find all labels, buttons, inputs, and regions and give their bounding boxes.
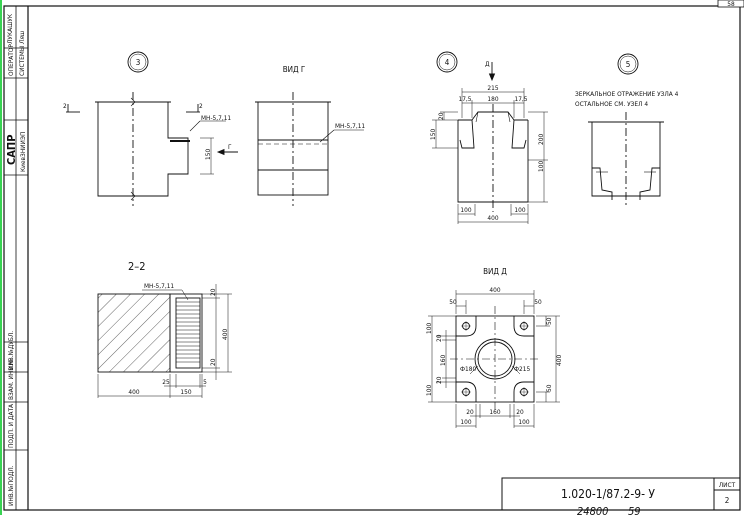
node-4-dim-100b: 100: [514, 206, 525, 214]
node-4-dim-215: 215: [487, 84, 498, 92]
footer-page: 59: [628, 505, 641, 515]
node-4-dim-150: 150: [429, 129, 437, 140]
node-4-dim-20: 20: [437, 112, 445, 120]
view-d-dim-bottom-160: 160: [489, 408, 500, 416]
view-d-dim-right-50b: 50: [545, 384, 553, 392]
view-d-dim-top-50b: 50: [534, 298, 542, 306]
system-label: СИСТЕМЫ: [18, 46, 26, 76]
title-block: [501, 477, 741, 511]
node-3-arrow-label: Г: [228, 143, 232, 151]
node-4-dim-17a: 17,5: [458, 95, 471, 103]
page-number-box: [717, 0, 744, 8]
node-5: [588, 53, 664, 206]
node-4-circle: [436, 51, 458, 73]
section-2-2-dim-20-top: 20: [209, 288, 217, 296]
section-2-2-dim-400-h: 400: [128, 388, 139, 396]
section-2-2-dim-25: 25: [162, 378, 170, 386]
view-d: [428, 290, 560, 428]
sheet-label: ЛИСТ: [719, 481, 736, 489]
sheet-frame: [3, 5, 741, 511]
node-4-dim-17b: 17,5: [514, 95, 527, 103]
node-5-circle: [617, 53, 639, 75]
node-5-note-line-1: ЗЕРКАЛЬНОЕ ОТРАЖЕНИЕ УЗЛА 4: [575, 90, 679, 98]
node-3-circle: [127, 51, 149, 73]
section-mark-left: 2: [63, 102, 67, 110]
podp-data-label: ПОДП. И ДАТА: [7, 404, 15, 448]
view-d-dim-left-20b: 20: [435, 376, 443, 384]
view-g-callout: МН-5,7,11: [335, 122, 365, 130]
node-4: [432, 51, 548, 224]
node-3: [66, 51, 238, 206]
section-2-2-dim-5: 5: [203, 378, 207, 386]
view-d-dim-left-160: 160: [439, 355, 447, 366]
view-d-dim-right-50a: 50: [545, 317, 553, 325]
section-2-2-callout: МН-5,7,11: [144, 282, 174, 290]
view-d-dim-bottom-100a: 100: [460, 418, 471, 426]
node-5-number: 5: [626, 60, 631, 69]
view-d-dim-bottom-20b: 20: [516, 408, 524, 416]
node-4-dim-180: 180: [487, 95, 498, 103]
institute-label: КиевЗНИИЭП: [19, 132, 27, 172]
node-3-dim-150: 150: [204, 149, 212, 160]
section-2-2-dim-150-h: 150: [180, 388, 191, 396]
operator-label: ОПЕРАТОР: [7, 44, 15, 76]
designation: 1.020-1/87.2-9- У: [561, 487, 655, 501]
section-2-2-dim-20-bottom: 20: [209, 358, 217, 366]
node-4-dim-400: 400: [487, 214, 498, 222]
view-d-dim-left-100a: 100: [425, 323, 433, 334]
signature-scribble: Ляш: [18, 30, 26, 45]
sheet-number: 2: [725, 496, 730, 505]
section-2-2-title: 2–2: [128, 260, 146, 273]
node-4-dim-100a: 100: [460, 206, 471, 214]
inv-podl-label: ИНВ.№ПОДЛ.: [7, 465, 15, 506]
view-d-phi-180: Ф180: [460, 365, 476, 373]
view-g-title: ВИД Г: [283, 65, 306, 74]
view-d-dim-top-400: 400: [489, 286, 500, 294]
section-mark-right: 2: [199, 102, 203, 110]
view-d-dim-bottom-100b: 100: [518, 418, 529, 426]
view-d-dim-left-100b: 100: [425, 385, 433, 396]
sapr-label: САПР: [5, 135, 18, 165]
section-2-2: [97, 284, 232, 398]
node-4-arrow-label: Д: [485, 60, 490, 68]
view-d-dim-bottom-20a: 20: [466, 408, 474, 416]
node-4-dim-200: 200: [537, 134, 545, 145]
view-d-dim-top-50a: 50: [449, 298, 457, 306]
inv-dubl-label: ИНВ.№ДУБЛ.: [7, 331, 15, 370]
page-number: 58: [727, 0, 735, 8]
node-5-note-line-2: ОСТАЛЬНОЕ СМ. УЗЕЛ 4: [575, 100, 648, 108]
vzam-inv-label: ВЗАМ. ИНВ.№: [7, 359, 15, 400]
node-4-number: 4: [445, 58, 450, 67]
node-4-dim-100v: 100: [537, 161, 545, 172]
view-d-dim-left-20a: 20: [435, 334, 443, 342]
view-d-dim-right-400: 400: [555, 355, 563, 366]
left-strip: [4, 47, 28, 451]
view-d-title: ВИД Д: [483, 267, 507, 276]
node-3-number: 3: [136, 58, 141, 67]
section-2-2-dim-400: 400: [221, 329, 229, 340]
node-3-callout: МН-5,7,11: [201, 114, 231, 122]
view-g: [255, 92, 364, 206]
archive-number: 24800: [577, 505, 608, 515]
signature-label: ЛУКАШУК: [6, 13, 14, 44]
scan-edge: [0, 0, 2, 515]
view-d-phi-215: Ф215: [514, 365, 530, 373]
